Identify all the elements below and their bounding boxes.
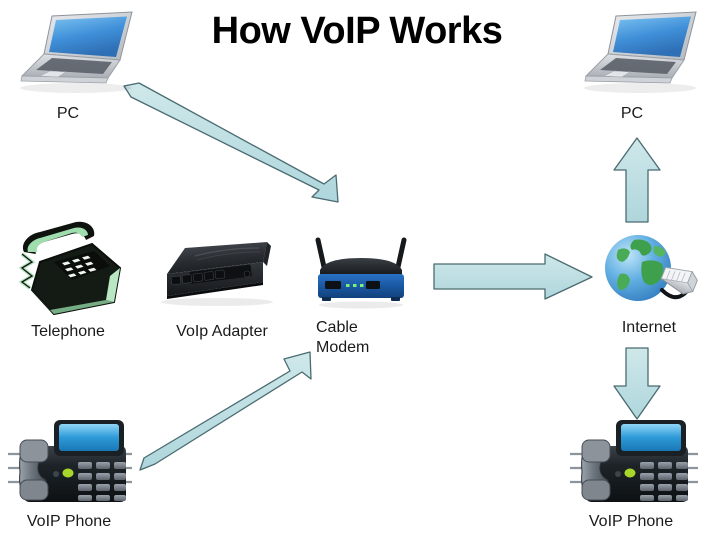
laptop-icon [572,8,704,96]
laptop-icon [8,8,140,96]
arrow-internet-to-pc [613,137,661,223]
label-internet: Internet [621,319,677,336]
router-icon [308,234,414,310]
label-telephone: Telephone [31,323,105,340]
label-cable-modem: Cable Modem [316,319,370,356]
adapter-icon [155,240,277,308]
globe-icon [598,232,702,314]
label-voip-phone-left: VoIP Phone [26,513,112,530]
arrow-voipphone-to-modem [139,351,312,471]
arrow-pc-to-modem [123,82,339,203]
arrow-internet-to-phone [613,347,661,420]
label-pc-left: PC [56,105,80,122]
voip-phone-icon [570,412,698,508]
voip-phone-icon [8,412,136,508]
label-voip-adapter: VoIp Adapter [176,323,268,340]
label-voip-phone-right: VoIP Phone [588,513,674,530]
page-title: How VoIP Works [211,10,503,52]
arrow-modem-to-internet [433,253,593,300]
telephone-icon [10,218,126,318]
label-pc-right: PC [620,105,644,122]
